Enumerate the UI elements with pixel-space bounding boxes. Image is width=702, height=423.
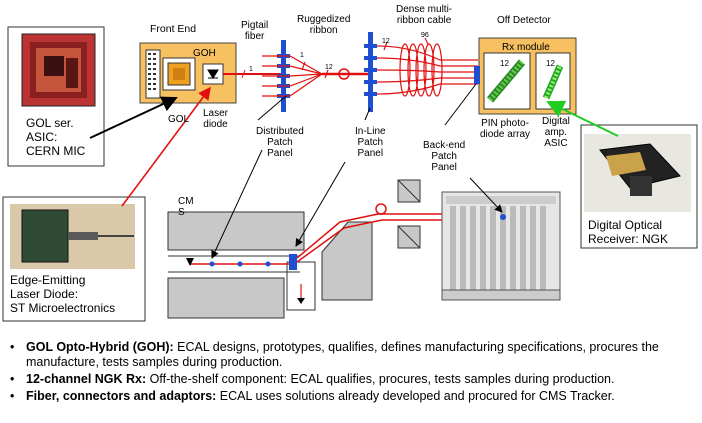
bullet-rx-title: 12-channel NGK Rx:: [26, 372, 147, 386]
dense-multi-ribbon-cable: [376, 37, 478, 97]
bullet-fiber-text: ECAL uses solutions already developed an…: [216, 389, 615, 403]
gol-photo-frame: [7, 26, 105, 167]
cms-cross-section: [167, 179, 421, 319]
arrow-gol-to-goh: [89, 96, 178, 139]
bullet-list: • GOL Opto-Hybrid (GOH): ECAL designs, p…: [4, 340, 702, 406]
count-96: 96: [421, 32, 429, 39]
laser-diode-photo: [10, 204, 135, 269]
label-goh: GOH: [193, 48, 216, 59]
arrow-receiver-to-rx: [546, 100, 619, 137]
bullet-symbol: •: [10, 372, 15, 386]
bullet-symbol: •: [10, 340, 15, 354]
label-gol: GOL: [168, 114, 190, 125]
label-pin-photodiode: PIN photo-diode array: [480, 118, 531, 140]
caption-gol-asic: GOL ser.ASIC:CERN MIC: [26, 116, 86, 158]
receiver-photo-frame: [580, 124, 698, 249]
bullet-fiber: • Fiber, connectors and adaptors: ECAL u…: [4, 389, 702, 404]
electronics-crate: [441, 191, 561, 301]
arrow-laser-to-diode: [121, 86, 211, 207]
count-12-a: 12: [325, 64, 333, 71]
label-rx-module: Rx module: [502, 42, 550, 53]
bullet-rx: • 12-channel NGK Rx: Off-the-shelf compo…: [4, 372, 702, 387]
ruggedized-ribbon: [262, 55, 370, 97]
ribbon-loop: [338, 68, 350, 80]
bullet-goh-text: ECAL designs, prototypes, qualifies, def…: [26, 340, 659, 369]
gol-asic-photo: [21, 33, 96, 107]
count-1-b: 1: [300, 52, 304, 59]
optical-receiver-photo: [584, 134, 691, 212]
bullet-symbol: •: [10, 389, 15, 403]
rx-channel-count-b: 12: [546, 59, 555, 68]
bullet-rx-text: Off-the-shelf component: ECAL qualifies,…: [146, 372, 615, 386]
bullet-goh-title: GOL Opto-Hybrid (GOH):: [26, 340, 174, 354]
inline-patch-panel: [364, 32, 377, 112]
label-front-end: Front End: [150, 23, 197, 35]
count-12-b: 12: [382, 38, 390, 45]
bullet-goh: • GOL Opto-Hybrid (GOH): ECAL designs, p…: [4, 340, 702, 370]
laser-photo-frame: [2, 196, 146, 322]
label-dense-cable: Dense multi-ribbon cable: [396, 4, 453, 26]
goh-module: [139, 42, 237, 104]
rx-channel-count-a: 12: [500, 59, 509, 68]
label-off-detector: Off Detector: [497, 15, 551, 26]
cms-fiber-route: [186, 203, 452, 304]
bullet-fiber-title: Fiber, connectors and adaptors:: [26, 389, 217, 403]
count-1-a: 1: [249, 66, 253, 73]
